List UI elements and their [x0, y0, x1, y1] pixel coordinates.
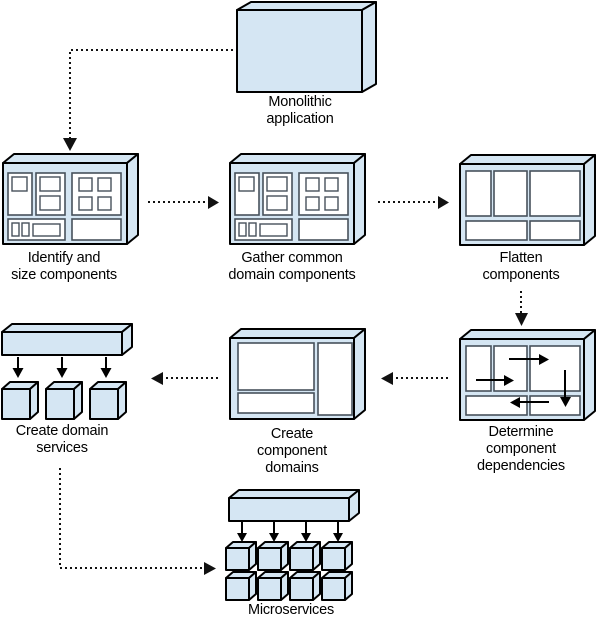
dependency-arrows — [476, 354, 571, 408]
microservice-cube — [321, 541, 353, 571]
connector-create-services-to-microservices — [59, 468, 216, 575]
identify-components-box — [3, 154, 138, 244]
microservice-cube — [289, 541, 321, 571]
microservices-bar — [228, 489, 360, 522]
connector-determine-to-create-domains — [381, 372, 448, 385]
microservice-cube — [257, 571, 289, 601]
microservice-cube — [225, 541, 257, 571]
create-component-domains-box — [230, 329, 365, 419]
microservice-cube — [225, 571, 257, 601]
domain-services-bar — [1, 323, 133, 356]
label-flatten-components: Flatten components — [482, 250, 560, 283]
label-create-component-domains: Create component domains — [257, 426, 327, 476]
label-microservices: Microservices — [247, 602, 335, 618]
label-determine-component-dependencies: Determine component dependencies — [477, 424, 565, 474]
label-monolithic-application: Monolithic application — [266, 94, 334, 127]
create-domain-services-node — [1, 323, 133, 420]
label-identify-components: Identify and size components — [11, 250, 117, 283]
microservice-cube — [257, 541, 289, 571]
microservice-cube — [321, 571, 353, 601]
label-gather-common-domain-components: Gather common domain components — [228, 250, 356, 283]
gather-common-domain-components-box — [230, 154, 365, 244]
microservices-node — [225, 489, 360, 601]
monolithic-application-box — [236, 1, 377, 93]
connector-monolithic-to-identify — [63, 49, 233, 151]
connector-create-domains-to-create-services — [151, 372, 218, 385]
microservice-cube — [289, 571, 321, 601]
connector-gather-to-flatten — [378, 196, 449, 209]
connector-identify-to-gather — [148, 196, 219, 209]
domain-service-cube — [89, 381, 127, 420]
determine-dependencies-box — [460, 330, 595, 420]
domain-service-cube — [1, 381, 39, 420]
label-create-domain-services: Create domain services — [15, 423, 109, 456]
domain-service-cube — [45, 381, 83, 420]
connector-flatten-to-determine — [515, 291, 528, 326]
flatten-components-box — [460, 155, 595, 245]
